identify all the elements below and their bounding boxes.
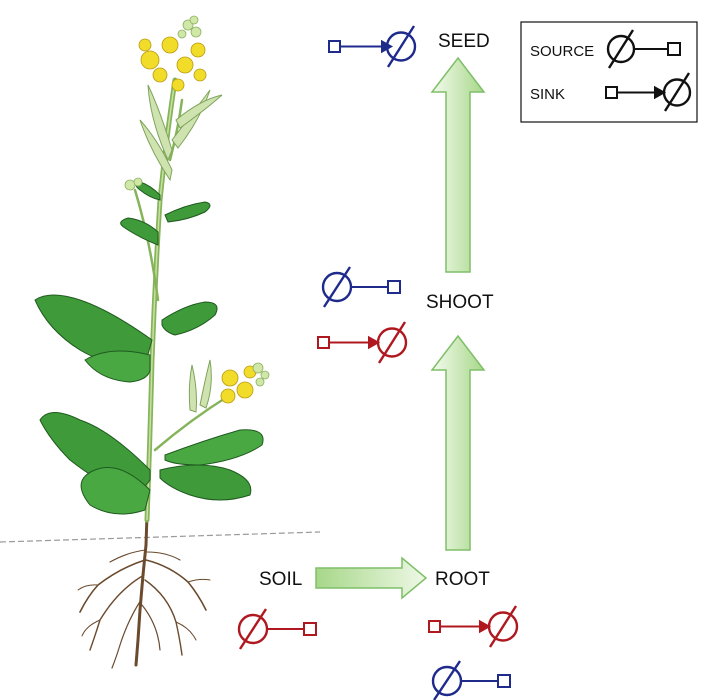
narrow-leaves <box>139 84 223 413</box>
legend-source-label: SOURCE <box>530 43 594 60</box>
ground-line <box>0 531 321 543</box>
legend-source-icon <box>606 29 681 69</box>
arrow-root-to-shoot <box>430 334 486 551</box>
node-label-shoot: SHOOT <box>426 292 494 313</box>
arrow-shoot-to-seed <box>430 56 486 273</box>
legend: SOURCE SINK <box>520 21 698 123</box>
legend-sink-label: SINK <box>530 86 565 103</box>
roots <box>77 513 211 669</box>
node-label-soil: SOIL <box>259 569 302 590</box>
root-sink-icon <box>428 605 519 648</box>
seed-sink-icon <box>328 25 417 68</box>
node-label-seed: SEED <box>438 31 490 52</box>
plant-illustration <box>0 15 321 669</box>
node-label-root: ROOT <box>435 569 490 590</box>
shoot-sink-icon <box>317 321 408 364</box>
flower-cluster-top <box>138 36 207 92</box>
flower-cluster-mid <box>220 365 257 404</box>
root-source-icon <box>431 660 511 700</box>
legend-box <box>520 21 698 123</box>
soil-source-icon <box>237 608 317 650</box>
flower-buds-mid <box>252 362 270 387</box>
shoot-source-icon <box>321 266 401 308</box>
flower-buds-top <box>124 15 202 191</box>
arrow-soil-to-root <box>315 556 428 600</box>
leaves <box>34 181 264 515</box>
legend-sink-icon <box>605 72 692 112</box>
